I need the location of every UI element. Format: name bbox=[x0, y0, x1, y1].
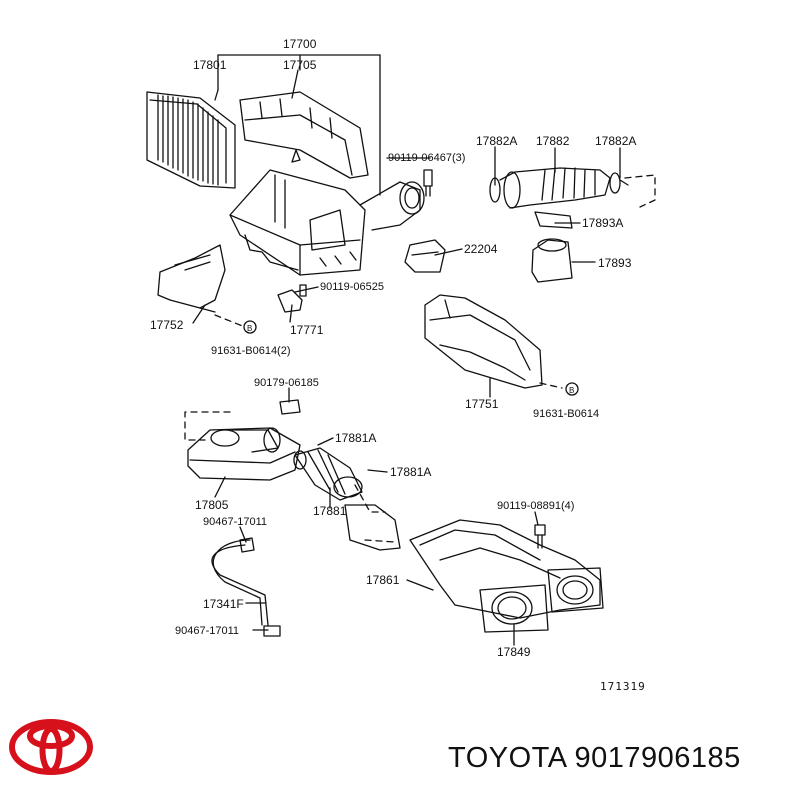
callout-17893A: 17893A bbox=[582, 216, 624, 230]
resonator-17893 bbox=[531, 238, 573, 283]
clip-90179-06185 bbox=[279, 399, 301, 415]
svg-text:B: B bbox=[569, 386, 574, 395]
callout-17705: 17705 bbox=[283, 58, 317, 72]
air-cleaner-case bbox=[229, 169, 425, 276]
callout-17882A-right: 17882A bbox=[595, 134, 637, 148]
resonator-17805 bbox=[187, 427, 301, 481]
grommets: B B bbox=[243, 320, 579, 396]
callout-17881: 17881 bbox=[313, 504, 347, 518]
callout-17801: 17801 bbox=[193, 58, 227, 72]
callout-17752: 17752 bbox=[150, 318, 184, 332]
callout-17751: 17751 bbox=[465, 397, 499, 411]
callout-17881A-mid: 17881A bbox=[390, 465, 432, 479]
callout-90467-17011-bottom: 90467-17011 bbox=[175, 625, 240, 637]
airflow-meter-22204 bbox=[404, 239, 446, 273]
inlet-duct-17751 bbox=[424, 294, 543, 389]
callout-17861: 17861 bbox=[366, 573, 400, 587]
bracket-17771 bbox=[277, 284, 307, 313]
bolt-90119-06467 bbox=[423, 169, 433, 197]
callout-17771: 17771 bbox=[290, 323, 324, 337]
callout-17849: 17849 bbox=[497, 645, 531, 659]
callout-90119-06467: 90119-06467(3) bbox=[388, 152, 466, 164]
callout-90119-08891: 90119-08891(4) bbox=[497, 500, 575, 512]
callout-90119-06525: 90119-06525 bbox=[320, 281, 385, 293]
callout-91631-B0614: 91631-B0614 bbox=[533, 408, 600, 420]
hose-17341F bbox=[211, 537, 281, 637]
callout-17700: 17700 bbox=[283, 37, 317, 51]
svg-text:B: B bbox=[247, 324, 252, 333]
duct-17752 bbox=[157, 244, 226, 313]
callout-17882A-left: 17882A bbox=[476, 134, 518, 148]
intake-manifold-17861 bbox=[344, 504, 604, 633]
callout-17893: 17893 bbox=[598, 256, 632, 270]
callout-17882: 17882 bbox=[536, 134, 570, 148]
air-cleaner-cover bbox=[239, 91, 369, 179]
callout-91631-B0614-2: 91631-B0614(2) bbox=[211, 345, 291, 357]
figure-number: 171319 bbox=[600, 680, 646, 693]
intake-hose-17882 bbox=[489, 167, 629, 229]
callout-90467-17011-top: 90467-17011 bbox=[203, 516, 268, 528]
callout-90179-06185: 90179-06185 bbox=[254, 377, 319, 389]
callout-17881A-top: 17881A bbox=[335, 431, 377, 445]
callout-17805: 17805 bbox=[195, 498, 229, 512]
hose-17881 bbox=[293, 447, 363, 501]
callout-17341F: 17341F bbox=[203, 597, 244, 611]
callout-22204: 22204 bbox=[464, 242, 498, 256]
dashed-connectors bbox=[184, 174, 656, 543]
part-number-caption: TOYOTA 9017906185 bbox=[448, 742, 741, 774]
toyota-logo-icon bbox=[9, 719, 93, 775]
air-filter-element bbox=[146, 91, 236, 189]
